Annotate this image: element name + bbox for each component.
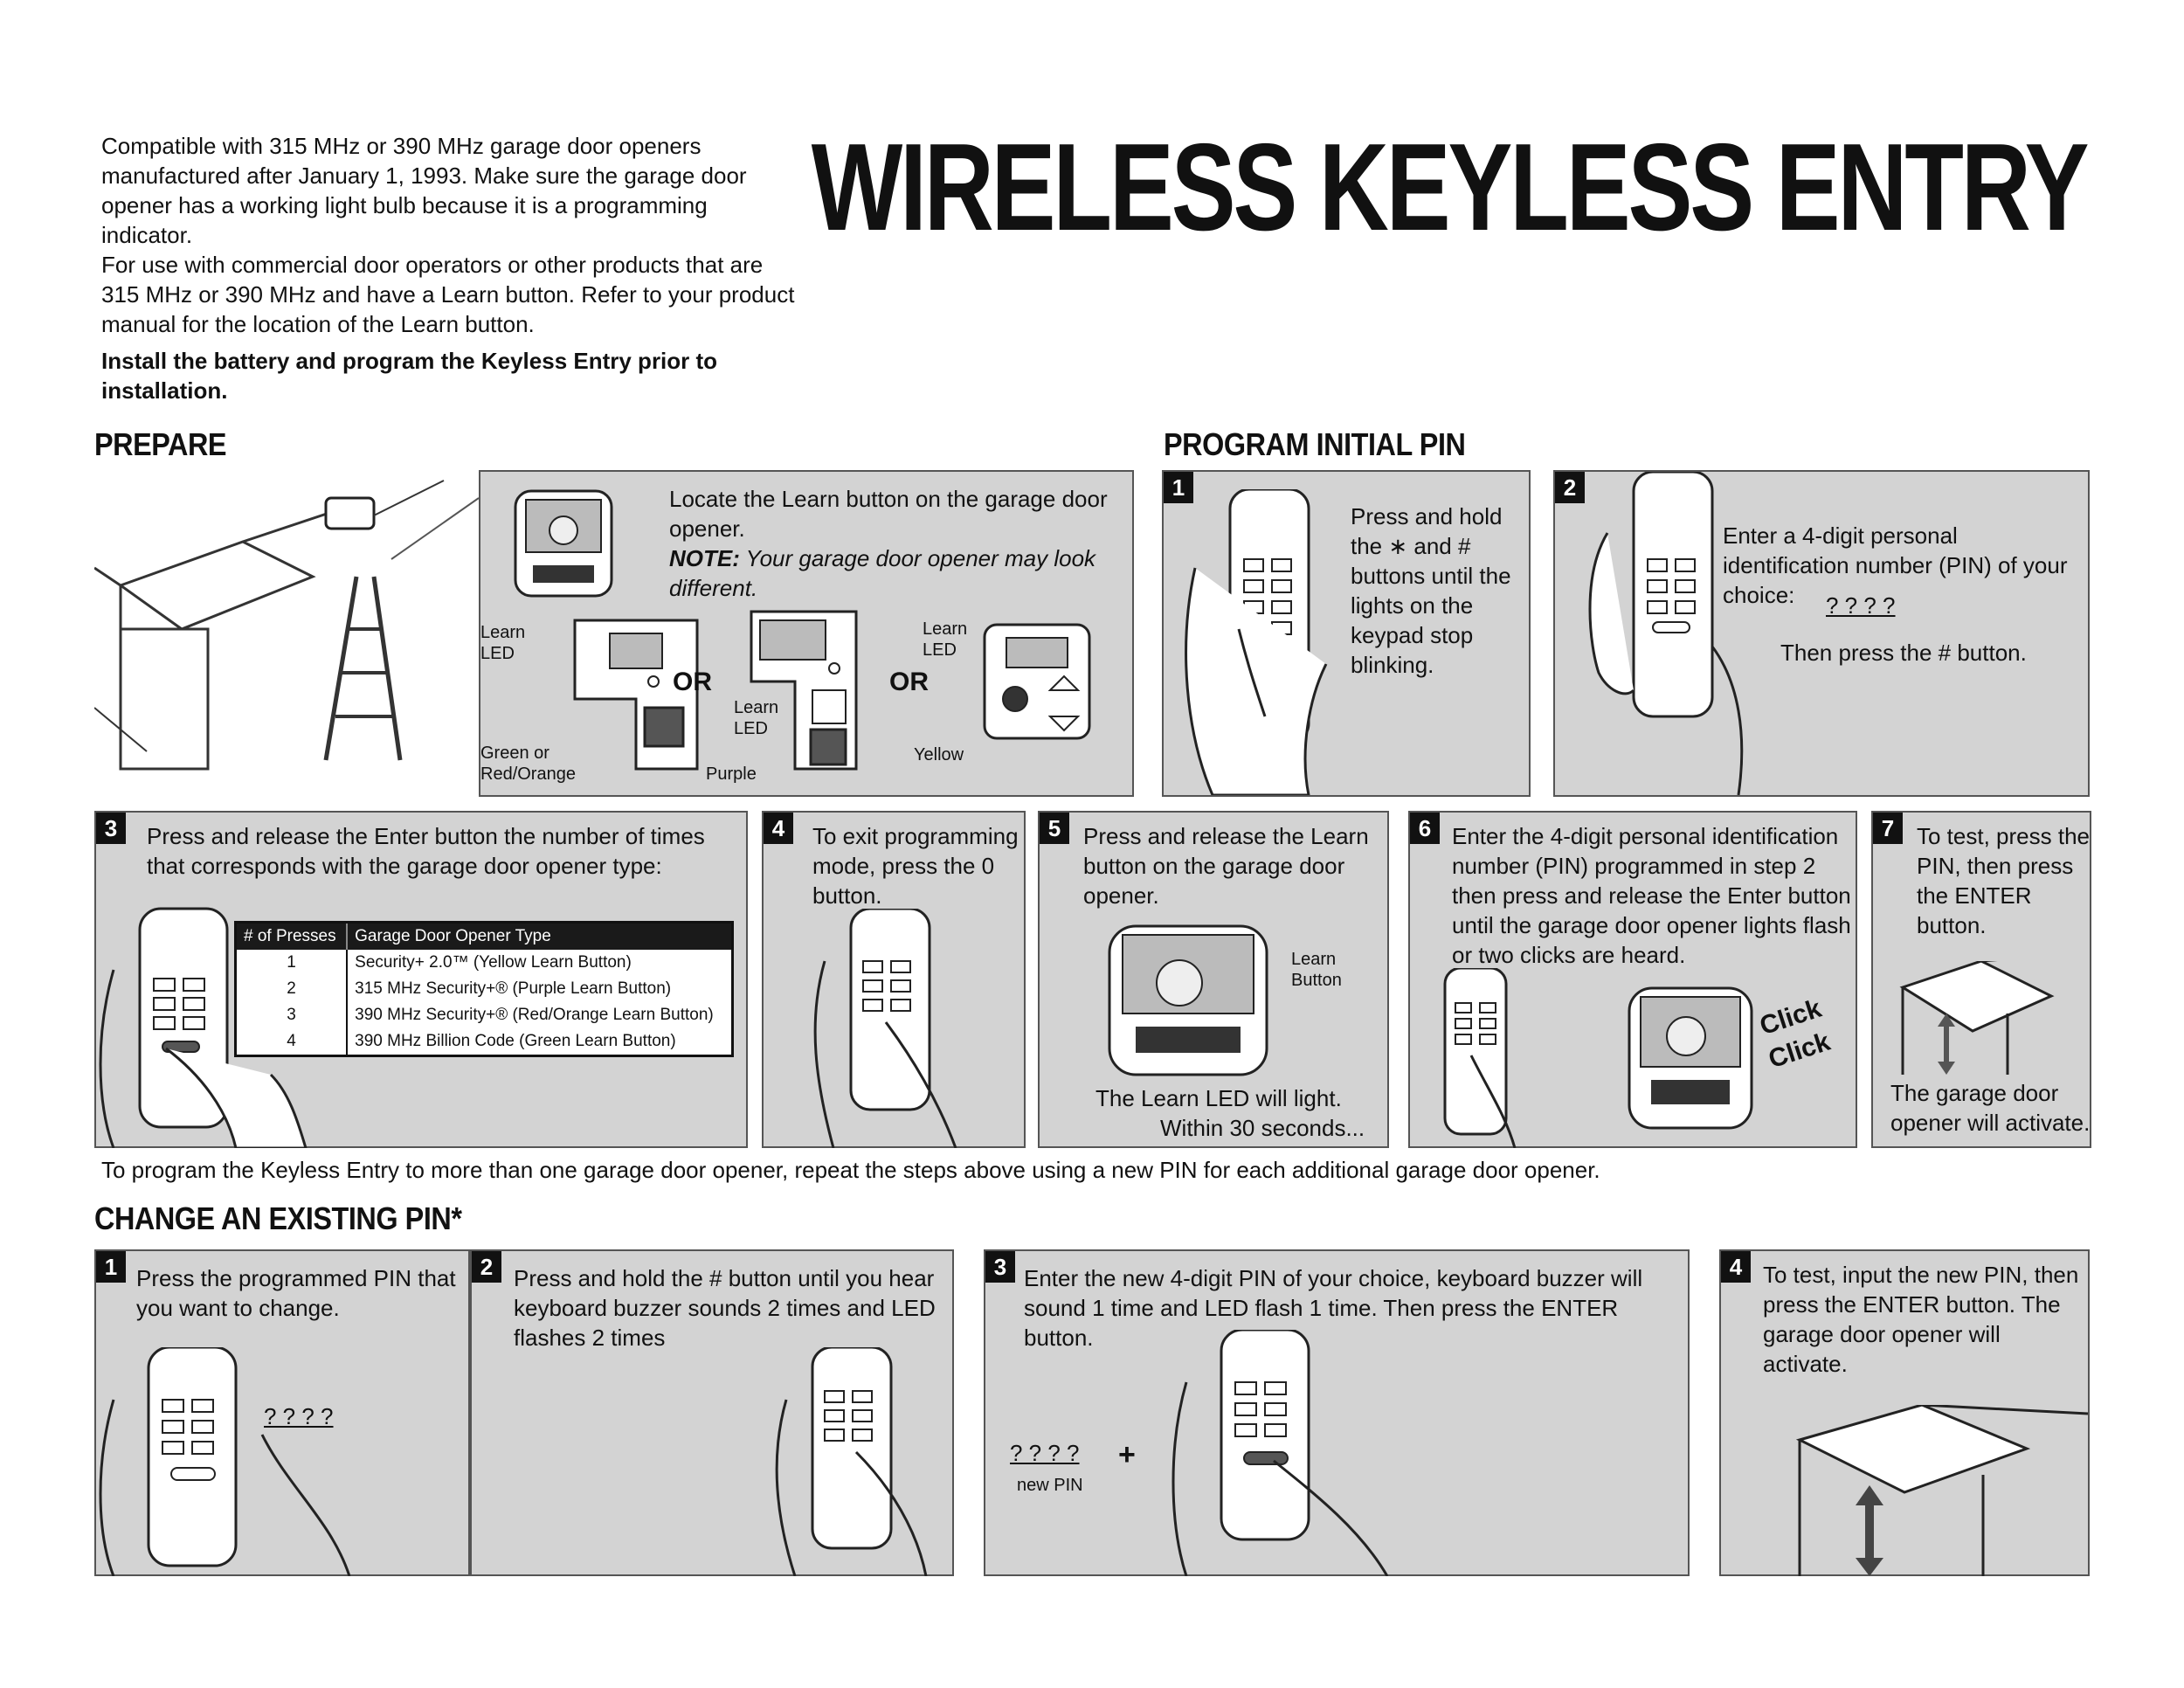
program-step-6-text: Enter the 4-digit personal identificatio…: [1452, 823, 1851, 968]
table-cell: 315 MHz Security+® (Purple Learn Button): [355, 979, 672, 998]
step-number: 4: [764, 813, 793, 844]
change-step-3: 3 Enter the new 4-digit PIN of your choi…: [984, 1249, 1690, 1576]
change-heading: CHANGE AN EXISTING PIN*: [94, 1200, 462, 1236]
step-number: 4: [1721, 1251, 1751, 1283]
table-header: # of Presses: [235, 922, 349, 950]
intro-install-note: Install the battery and program the Keyl…: [101, 348, 718, 404]
hand-keypad-icon: [1443, 968, 1517, 1148]
table-header: Garage Door Opener Type: [347, 922, 734, 950]
hand-keypad-icon: [813, 909, 957, 1148]
step-number: 2: [1555, 472, 1585, 503]
program-step-6: 6 Enter the 4-digit personal identificat…: [1408, 811, 1857, 1148]
step-number: 2: [472, 1251, 501, 1283]
program-step-7: 7 To test, press the PIN, then press the…: [1871, 811, 2091, 1148]
program-step-1-text: Press and hold the ∗ and # buttons until…: [1351, 503, 1511, 678]
program-step-3-text: Press and release the Enter button the n…: [147, 823, 705, 879]
or-label-1: OR: [673, 668, 712, 696]
hand-keypad-icon: [1588, 472, 1744, 795]
prepare-locate-text: Locate the Learn button on the garage do…: [669, 486, 1108, 542]
intro-commercial: For use with commercial door operators o…: [101, 252, 795, 337]
program-step-4: 4 To exit programming mode, press the 0 …: [762, 811, 1026, 1148]
prepare-note-text: Your garage door opener may look differe…: [669, 545, 1096, 601]
prepare-note: NOTE: Your garage door opener may look d…: [669, 543, 1123, 603]
yellow-label: Yellow: [914, 745, 964, 764]
program-step-4-text: To exit programming mode, press the 0 bu…: [812, 823, 1019, 909]
table-cell: 1: [235, 950, 349, 976]
table-row: 4 390 MHz Billion Code (Green Learn Butt…: [235, 1028, 733, 1056]
page-title: WIRELESS KEYLESS ENTRY: [811, 118, 2089, 257]
purple-label: Purple: [706, 764, 757, 784]
learn-led-label-a: Learn LED: [480, 623, 526, 663]
step-number: 3: [96, 813, 126, 844]
step-number: 7: [1873, 813, 1903, 844]
change-step-2-text: Press and hold the # button until you he…: [514, 1265, 936, 1351]
program-step-2: 2 Enter a 4-digit personal identificatio…: [1553, 470, 2090, 797]
learn-led-label-c: Learn LED: [923, 619, 968, 660]
program-step-5: 5 Press and release the Learn button on …: [1038, 811, 1389, 1148]
table-cell: 390 MHz Billion Code (Green Learn Button…: [355, 1032, 676, 1050]
change-step-3-text: Enter the new 4-digit PIN of your choice…: [1024, 1265, 1643, 1351]
program-step-2-then: Then press the # button.: [1780, 640, 2027, 666]
garage-door-icon: [1795, 1405, 2088, 1576]
step-number: 1: [96, 1251, 126, 1283]
change-step-1-text: Press the programmed PIN that you want t…: [136, 1265, 456, 1321]
change-step-4-text: To test, input the new PIN, then press t…: [1763, 1262, 2079, 1377]
opener-icon: [1108, 924, 1268, 1076]
prepare-heading: PREPARE: [94, 426, 227, 462]
table-cell: Security+ 2.0™ (Yellow Learn Button): [355, 953, 632, 972]
garage-ladder-illustration: [94, 480, 479, 771]
hand-keypad-icon: [99, 1347, 351, 1576]
presses-table: # of Presses Garage Door Opener Type 1 S…: [234, 921, 734, 1057]
plus-sign: +: [1118, 1438, 1136, 1471]
garage-door-icon: [1899, 961, 2055, 1075]
ladder-icon: [323, 576, 403, 761]
change-step-4: 4 To test, input the new PIN, then press…: [1719, 1249, 2090, 1576]
table-cell: 3: [235, 1002, 349, 1028]
opener-icon: [514, 489, 613, 598]
intro-text: Compatible with 315 MHz or 390 MHz garag…: [101, 131, 800, 405]
change-step-1: 1 Press the programmed PIN that you want…: [94, 1249, 470, 1576]
new-pin-label: new PIN: [1017, 1476, 1083, 1495]
learn-led-label-b: Learn LED: [734, 698, 779, 738]
program-step-3: 3 Press and release the Enter button the…: [94, 811, 748, 1148]
table-cell: 2: [235, 976, 349, 1002]
program-step-7-text: To test, press the PIN, then press the E…: [1917, 823, 2090, 938]
learn-panel-green-icon: [573, 619, 699, 771]
learn-panel-purple-icon: [750, 610, 858, 771]
hand-keypad-icon: [1185, 489, 1328, 795]
program-step-5-text: Press and release the Learn button on th…: [1083, 823, 1369, 909]
program-heading: PROGRAM INITIAL PIN: [1164, 426, 1466, 462]
learn-led-light-text: The Learn LED will light.: [1095, 1085, 1342, 1111]
hand-keypad-icon: [1171, 1330, 1389, 1576]
opener-icon: [1628, 986, 1753, 1130]
table-cell: 4: [235, 1028, 349, 1056]
prepare-panel: Locate the Learn button on the garage do…: [479, 470, 1134, 797]
step-number: 1: [1164, 472, 1193, 503]
change-step-1-pin: ? ? ? ?: [264, 1403, 334, 1429]
within-30-seconds-text: Within 30 seconds...: [1160, 1115, 1365, 1141]
table-row: 3 390 MHz Security+® (Red/Orange Learn B…: [235, 1002, 733, 1028]
table-cell: 390 MHz Security+® (Red/Orange Learn But…: [355, 1006, 714, 1024]
program-step-7-activate: The garage door opener will activate.: [1890, 1080, 2091, 1136]
step-number: 5: [1040, 813, 1069, 844]
hand-keypad-icon: [775, 1347, 928, 1576]
step-number: 3: [985, 1251, 1015, 1283]
change-step-2: 2 Press and hold the # button until you …: [470, 1249, 954, 1576]
step-number: 6: [1410, 813, 1440, 844]
change-step-3-pin: ? ? ? ?: [1010, 1440, 1080, 1466]
learn-panel-yellow-icon: [983, 623, 1091, 740]
table-row: 2 315 MHz Security+® (Purple Learn Butto…: [235, 976, 733, 1002]
intro-compatibility: Compatible with 315 MHz or 390 MHz garag…: [101, 133, 747, 248]
hand-keypad-icon: [99, 907, 308, 1148]
prepare-note-label: NOTE:: [669, 545, 740, 571]
program-step-2-pin: ? ? ? ?: [1826, 592, 1896, 619]
program-step-1: 1 Press and hold the ∗ and # buttons unt…: [1162, 470, 1531, 797]
program-step-2-text: Enter a 4-digit personal identification …: [1723, 522, 2068, 608]
or-label-2: OR: [889, 668, 929, 696]
table-row: 1 Security+ 2.0™ (Yellow Learn Button): [235, 950, 733, 976]
green-red-orange-label: Green or Red/Orange: [480, 744, 576, 784]
learn-button-label: Learn Button: [1291, 950, 1342, 990]
repeat-note: To program the Keyless Entry to more tha…: [101, 1157, 1600, 1183]
